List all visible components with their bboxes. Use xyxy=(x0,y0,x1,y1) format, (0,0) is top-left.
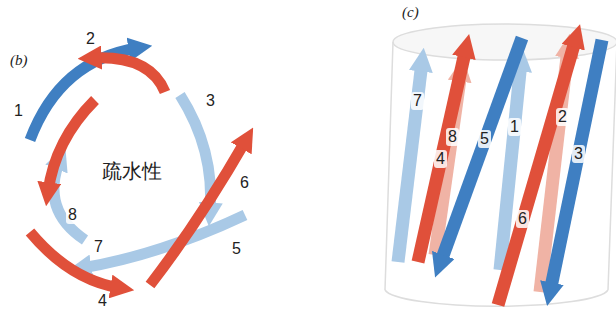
region-label: 疏水性 xyxy=(100,160,164,182)
barrel-top-view xyxy=(30,48,246,288)
strand xyxy=(54,160,85,240)
callout-number: 3 xyxy=(572,145,585,163)
callout-number: 1 xyxy=(508,118,521,136)
panel-label: (b) xyxy=(8,52,30,69)
callout-number: 6 xyxy=(516,210,529,228)
callout-number: 8 xyxy=(446,128,459,146)
callout-number: 2 xyxy=(556,108,569,126)
barrel-side-view xyxy=(385,24,616,306)
callout-number: 7 xyxy=(411,92,424,110)
callout-number: 3 xyxy=(204,92,217,110)
strand xyxy=(48,100,95,192)
panel-label: (c) xyxy=(400,4,421,21)
strand xyxy=(180,95,211,212)
callout-number: 5 xyxy=(478,130,491,148)
callout-number: 1 xyxy=(12,102,25,120)
strand xyxy=(92,58,165,92)
strand xyxy=(150,140,246,285)
strand xyxy=(30,232,120,288)
callout-number: 5 xyxy=(230,240,243,258)
callout-number: 2 xyxy=(84,30,97,48)
callout-number: 6 xyxy=(238,174,251,192)
callout-number: 7 xyxy=(92,238,105,256)
callout-number: 8 xyxy=(66,206,79,224)
callout-number: 4 xyxy=(434,150,447,168)
callout-number: 4 xyxy=(96,292,109,310)
